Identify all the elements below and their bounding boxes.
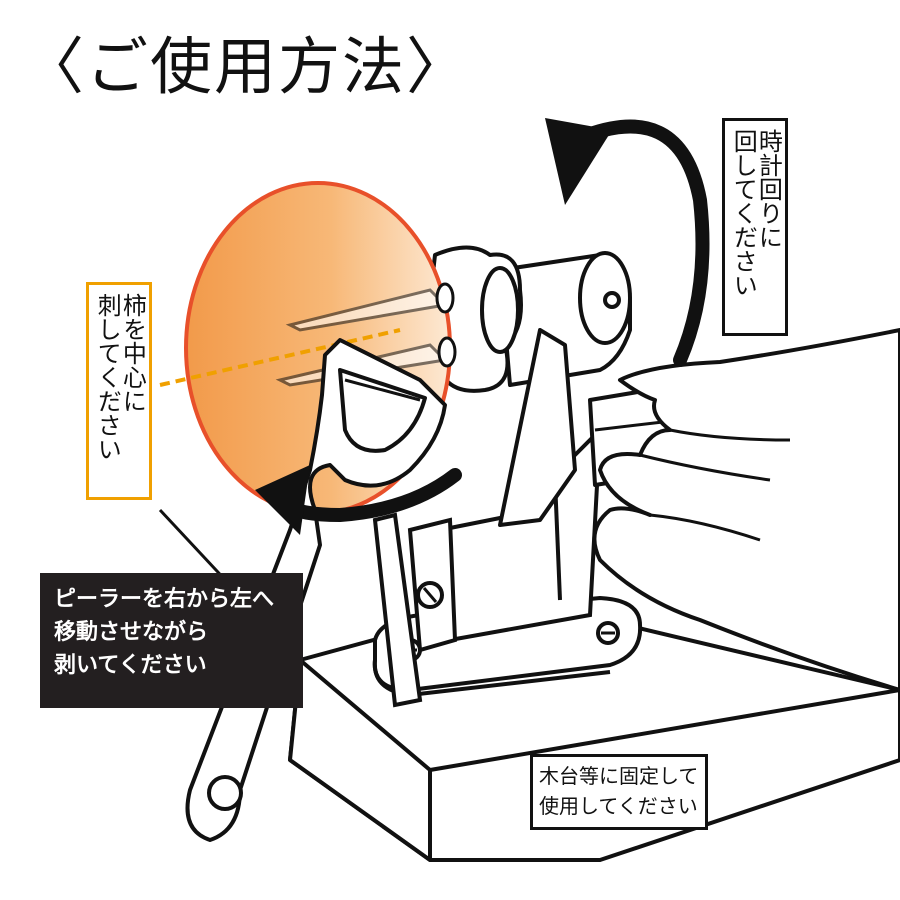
clamp-knob: [424, 245, 523, 393]
peeler-line-3: 剥いてください: [54, 653, 207, 678]
fix-line-1: 木台等に固定して: [539, 764, 699, 788]
peeler-line-1: ピーラーを右から左へ: [54, 587, 275, 612]
peeler-line-2: 移動させながら: [54, 620, 209, 645]
note-rotate-line-2: 回してください: [729, 129, 758, 297]
note-pierce-line-2: 刺してください: [93, 293, 122, 461]
note-rotate-line-1: 時計回りに: [754, 129, 783, 249]
center-guide-line: [159, 328, 401, 387]
note-rotate-clockwise: 時計回りに 回してください: [722, 118, 789, 336]
crank-handle-icon: [372, 512, 423, 708]
rotation-arrow-icon: [545, 118, 710, 367]
page-title: 〈ご使用方法〉: [22, 30, 471, 103]
note-peeler-instruction: ピーラーを右から左へ 移動させながら 剥いてください: [40, 573, 303, 708]
fix-line-2: 使用してください: [539, 794, 698, 818]
peel-direction-arrow-icon: [255, 465, 462, 535]
hand-icon: [592, 328, 900, 692]
note-fix-to-stand: 木台等に固定して 使用してください: [530, 754, 708, 830]
note-pierce-line-1: 柿を中心に: [118, 293, 147, 413]
note-pierce-center: 柿を中心に 刺してください: [86, 282, 153, 500]
